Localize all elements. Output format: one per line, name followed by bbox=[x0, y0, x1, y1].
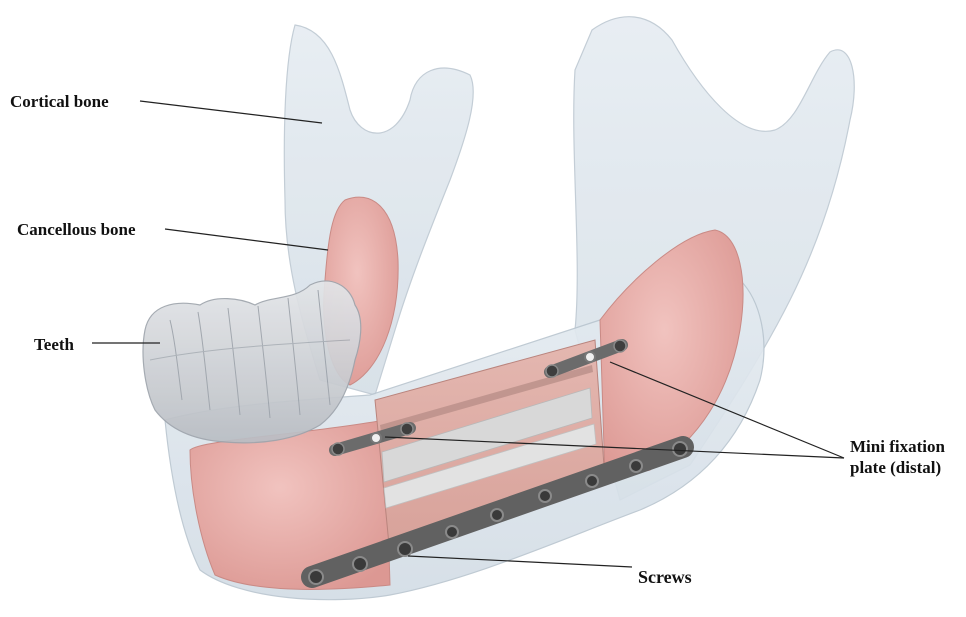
screw bbox=[673, 442, 687, 456]
screw bbox=[539, 490, 551, 502]
screw bbox=[546, 365, 558, 377]
mini-fixation-label-line1: Mini fixation bbox=[850, 436, 945, 457]
screws-label: Screws bbox=[638, 567, 692, 588]
screw bbox=[630, 460, 642, 472]
teeth-group bbox=[143, 281, 361, 443]
teeth-label: Teeth bbox=[34, 334, 74, 355]
screw bbox=[614, 340, 626, 352]
mini-fixation-label-line2: plate (distal) bbox=[850, 457, 945, 478]
screw bbox=[491, 509, 503, 521]
cortical-bone-label: Cortical bone bbox=[10, 91, 109, 112]
screw bbox=[353, 557, 367, 571]
screw bbox=[332, 443, 344, 455]
cancellous-bone-label: Cancellous bone bbox=[17, 219, 136, 240]
teeth-crowns bbox=[143, 281, 361, 443]
screw bbox=[309, 570, 323, 584]
screw bbox=[585, 352, 595, 362]
screw bbox=[586, 475, 598, 487]
screw bbox=[398, 542, 412, 556]
screw bbox=[371, 433, 381, 443]
screw bbox=[446, 526, 458, 538]
screw bbox=[401, 423, 413, 435]
mini-fixation-plate-label: Mini fixation plate (distal) bbox=[850, 436, 945, 478]
